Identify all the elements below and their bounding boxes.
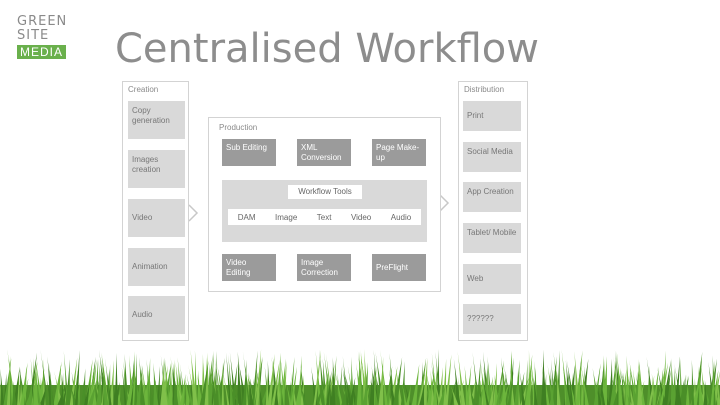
distribution-item: App Creation — [463, 182, 521, 212]
distribution-label: Distribution — [464, 85, 505, 94]
production-label: Production — [219, 123, 258, 132]
creation-item: Copy generation — [128, 101, 185, 139]
workflow-tools-box: Workflow Tools DAM Image Text Video Audi… — [222, 180, 427, 242]
grass-footer-image — [0, 349, 720, 405]
creation-label: Creation — [128, 85, 159, 94]
logo-line-media: MEDIA — [17, 45, 67, 59]
tool-item: Video — [350, 212, 372, 222]
production-task: Page Make-up — [372, 139, 426, 166]
arrow-creation-to-production — [188, 204, 199, 222]
distribution-item: Social Media — [463, 142, 521, 172]
distribution-item: Print — [463, 101, 521, 131]
production-task: Video Editing — [222, 254, 276, 281]
green-site-media-logo: GREEN SITE MEDIA — [17, 15, 73, 61]
production-task: Image Correction — [297, 254, 351, 281]
distribution-item: Web — [463, 264, 521, 294]
tool-item: Text — [316, 212, 332, 222]
slide-title: Centralised Workflow — [115, 26, 539, 72]
arrow-production-to-distribution — [439, 194, 450, 212]
creation-item: Images creation — [128, 150, 185, 188]
logo-line-site: SITE — [17, 28, 50, 43]
creation-item: Video — [128, 199, 185, 237]
production-task: Sub Editing — [222, 139, 276, 166]
workflow-tools-strip: DAM Image Text Video Audio — [228, 209, 421, 225]
production-task: PreFlight — [372, 254, 426, 281]
creation-item: Animation — [128, 248, 185, 286]
distribution-item: Tablet/ Mobile — [463, 223, 521, 253]
workflow-tools-title: Workflow Tools — [288, 185, 362, 199]
tool-item: DAM — [237, 212, 256, 222]
tool-item: Audio — [390, 212, 412, 222]
creation-item: Audio — [128, 296, 185, 334]
tool-item: Image — [275, 212, 298, 222]
production-task: XML Conversion — [297, 139, 351, 166]
distribution-item: ?????? — [463, 304, 521, 334]
logo-line-green: GREEN — [17, 14, 68, 29]
